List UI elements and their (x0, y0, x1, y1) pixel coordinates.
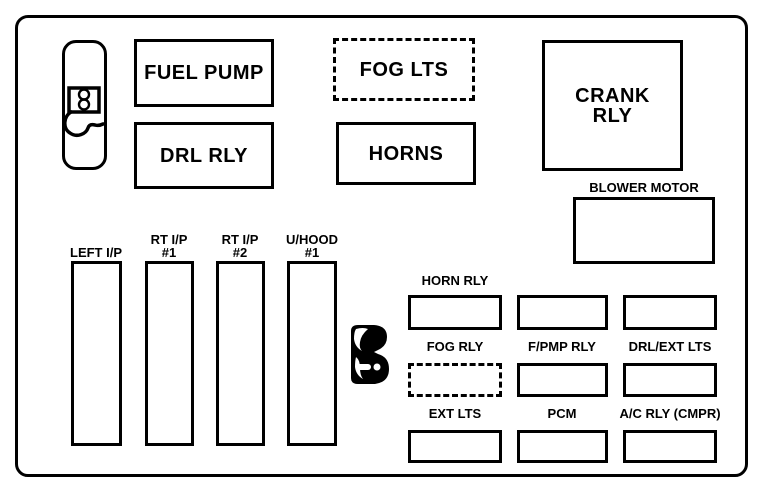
drl-rly-label: DRL RLY (160, 144, 248, 167)
fog-rly-box (408, 363, 502, 397)
drl-ext-lts-label: DRL/EXT LTS (628, 339, 712, 354)
left-ip-connector-label: LEFT I/P (70, 245, 122, 260)
horn-rly-box (408, 295, 502, 330)
fog-rly-label: FOG RLY (426, 339, 484, 354)
horns-relay-box: HORNS (336, 122, 476, 185)
relay-box-r1c3 (623, 295, 717, 330)
rt-ip-1-connector-label: RT I/P#1 (150, 232, 188, 260)
rt-ip-2-connector-label: RT I/P#2 (221, 232, 259, 260)
rt-ip-2-connector-box (216, 261, 265, 446)
fog-lts-label: FOG LTS (359, 58, 449, 81)
drl-ext-lts-box (623, 363, 717, 397)
uhood-1-connector-label: U/HOOD#1 (286, 232, 338, 260)
ac-rly-cmpr-label: A/C RLY (CMPR) (619, 406, 721, 421)
drl-relay-box: DRL RLY (134, 122, 274, 189)
ext-lts-label: EXT LTS (428, 406, 482, 421)
blower-motor-box (573, 197, 715, 264)
fpmp-rly-box (517, 363, 608, 397)
pcm-label: PCM (547, 406, 577, 421)
horn-rly-label: HORN RLY (421, 273, 489, 288)
fuse-block-outline (15, 15, 748, 477)
relay-box-r1c2 (517, 295, 608, 330)
fuse-puller-front-icon (62, 40, 107, 170)
fog-lts-relay-box: FOG LTS (333, 38, 475, 101)
fpmp-rly-label: F/PMP RLY (528, 339, 596, 354)
uhood-1-connector-box (287, 261, 337, 446)
ac-rly-cmpr-box (623, 430, 717, 463)
horns-label: HORNS (368, 142, 444, 165)
fuse-puller-front-glyph (63, 86, 105, 137)
ext-lts-box (408, 430, 502, 463)
fuel-pump-relay-box: FUEL PUMP (134, 39, 274, 107)
left-ip-connector-box (71, 261, 122, 446)
pcm-box (517, 430, 608, 463)
fuel-pump-label: FUEL PUMP (144, 62, 264, 84)
fuse-puller-side-icon (347, 322, 390, 387)
fuse-puller-side-glyph (351, 325, 389, 384)
blower-motor-label: BLOWER MOTOR (589, 180, 699, 195)
rt-ip-1-connector-box (145, 261, 194, 446)
